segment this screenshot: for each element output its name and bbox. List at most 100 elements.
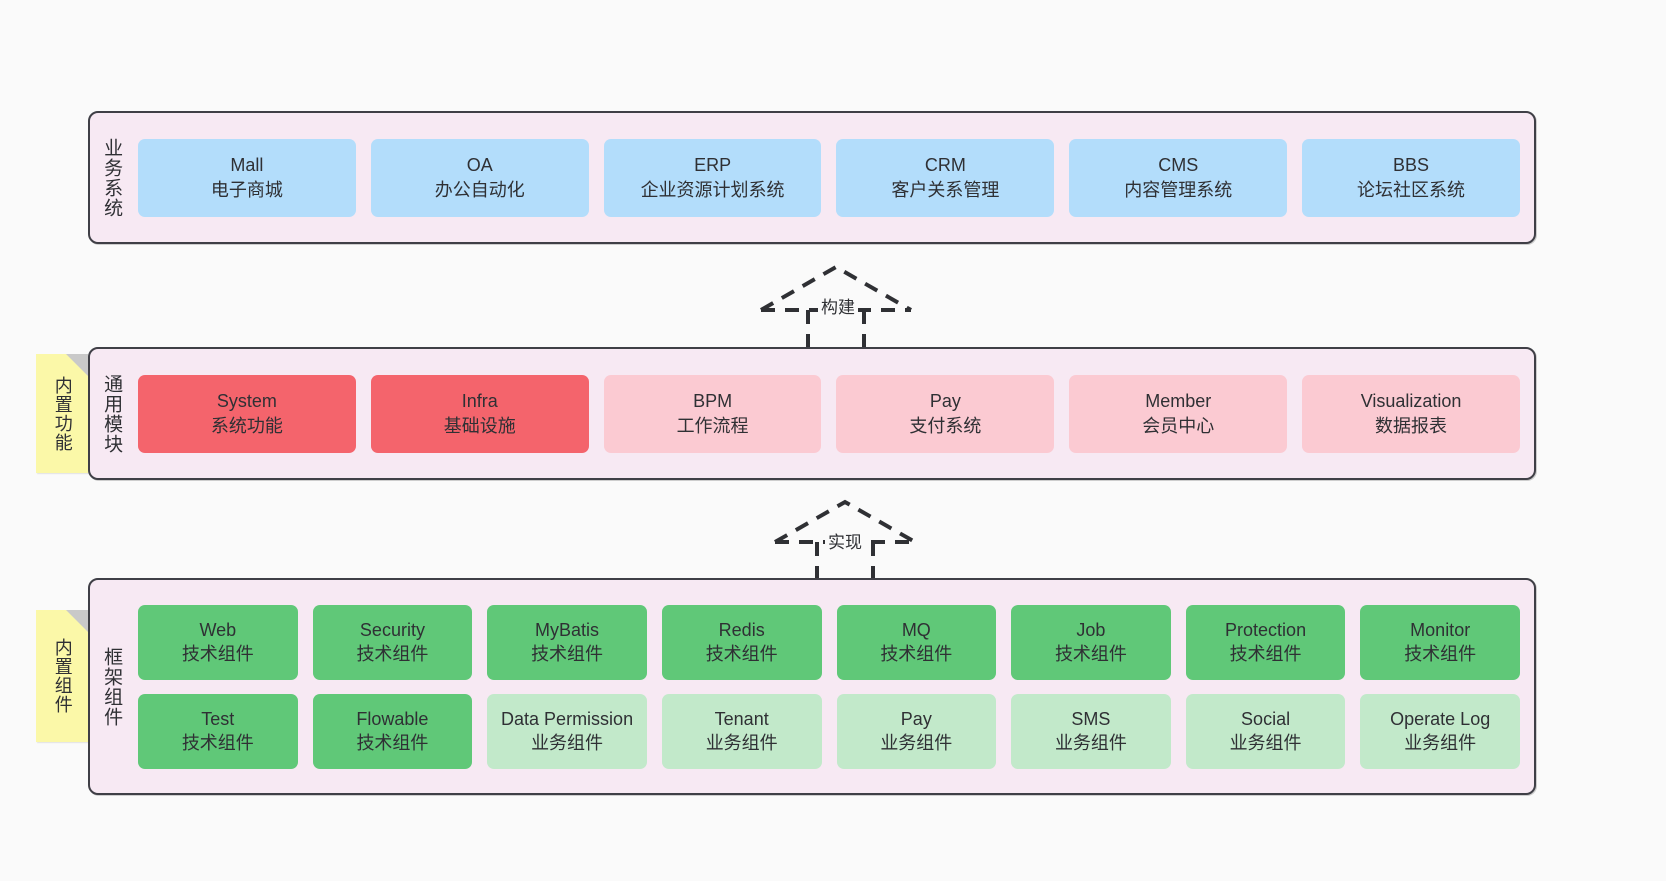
layer-body-business-system: Mall 电子商城 OA 办公自动化 ERP 企业资源计划系统 CRM 客户关系… xyxy=(132,113,1534,242)
node-system[interactable]: System 系统功能 xyxy=(138,374,356,453)
node-bbs[interactable]: BBS 论坛社区系统 xyxy=(1302,138,1520,217)
node-crm[interactable]: CRM 客户关系管理 xyxy=(836,138,1055,217)
layer-title-business-system: 业务系统 xyxy=(101,137,123,218)
node-web-cn: 技术组件 xyxy=(181,644,254,664)
node-cms-cn: 内容管理系统 xyxy=(1124,179,1233,200)
node-flowable[interactable]: Flowable 技术组件 xyxy=(312,693,473,769)
node-social-en: Social xyxy=(1241,708,1291,729)
node-sms-cn: 业务组件 xyxy=(1054,733,1127,753)
layer-title-common-module: 通用模块 xyxy=(101,373,123,454)
node-redis-cn: 技术组件 xyxy=(705,644,778,664)
node-mq[interactable]: MQ 技术组件 xyxy=(836,604,997,680)
node-cms[interactable]: CMS 内容管理系统 xyxy=(1069,138,1288,217)
node-erp[interactable]: ERP 企业资源计划系统 xyxy=(603,138,822,217)
sticky-note-builtin-function: 内置功能 xyxy=(36,354,88,473)
node-security-en: Security xyxy=(359,619,425,640)
layer-business-system: 业务系统 Mall 电子商城 OA 办公自动化 ERP 企业资源计划系统 CRM… xyxy=(88,111,1536,244)
node-bpm[interactable]: BPM 工作流程 xyxy=(603,374,822,453)
sticky-note-builtin-function-label: 内置功能 xyxy=(52,375,73,452)
node-pay-module-en: Pay xyxy=(929,391,961,412)
sticky-note-builtin-component-label: 内置组件 xyxy=(52,638,73,714)
node-visualization[interactable]: Visualization 数据报表 xyxy=(1302,374,1520,453)
node-mq-en: MQ xyxy=(901,619,931,640)
node-test[interactable]: Test 技术组件 xyxy=(138,693,298,769)
node-oa-cn: 办公自动化 xyxy=(434,179,525,200)
node-pay-component-cn: 业务组件 xyxy=(880,733,953,753)
node-bpm-en: BPM xyxy=(693,391,733,412)
connector-build-label: 构建 xyxy=(818,293,858,318)
connector-implement-label: 实现 xyxy=(825,528,865,553)
node-member-cn: 会员中心 xyxy=(1142,415,1215,436)
node-sms[interactable]: SMS 业务组件 xyxy=(1011,693,1171,769)
node-infra[interactable]: Infra 基础设施 xyxy=(370,374,589,453)
node-infra-cn: 基础设施 xyxy=(443,415,516,436)
node-protection-cn: 技术组件 xyxy=(1229,644,1302,664)
node-security-cn: 技术组件 xyxy=(356,644,429,664)
node-mq-cn: 技术组件 xyxy=(880,644,953,664)
node-pay-module[interactable]: Pay 支付系统 xyxy=(836,374,1055,453)
connector-implement: 实现 xyxy=(770,497,920,587)
node-visualization-cn: 数据报表 xyxy=(1375,415,1448,436)
node-bbs-en: BBS xyxy=(1393,155,1430,176)
node-member-en: Member xyxy=(1145,391,1212,412)
sticky-fold-corner-icon xyxy=(66,610,88,632)
node-protection[interactable]: Protection 技术组件 xyxy=(1185,604,1346,680)
layer-framework-component: 框架组件 Web 技术组件 Security 技术组件 MyBatis 技术组件… xyxy=(88,578,1536,795)
node-oa-en: OA xyxy=(466,155,493,176)
node-pay-component[interactable]: Pay 业务组件 xyxy=(836,693,997,769)
node-system-en: System xyxy=(216,391,277,412)
node-job-en: Job xyxy=(1076,619,1106,640)
node-redis[interactable]: Redis 技术组件 xyxy=(661,604,822,680)
framework-tech-row: Web 技术组件 Security 技术组件 MyBatis 技术组件 Redi… xyxy=(138,604,1520,680)
node-mall-cn: 电子商城 xyxy=(210,179,283,200)
framework-business-row: Test 技术组件 Flowable 技术组件 Data Permission … xyxy=(138,693,1520,769)
node-monitor[interactable]: Monitor 技术组件 xyxy=(1360,604,1520,680)
common-module-row: System 系统功能 Infra 基础设施 BPM 工作流程 Pay 支付系统… xyxy=(138,374,1520,453)
node-operate-log[interactable]: Operate Log 业务组件 xyxy=(1360,693,1520,769)
node-test-en: Test xyxy=(201,708,235,729)
node-tenant[interactable]: Tenant 业务组件 xyxy=(661,693,822,769)
node-mall[interactable]: Mall 电子商城 xyxy=(138,138,356,217)
layer-body-common-module: System 系统功能 Infra 基础设施 BPM 工作流程 Pay 支付系统… xyxy=(132,349,1534,478)
node-mybatis[interactable]: MyBatis 技术组件 xyxy=(487,604,647,680)
node-erp-cn: 企业资源计划系统 xyxy=(640,179,785,200)
node-oa[interactable]: OA 办公自动化 xyxy=(370,138,589,217)
business-system-row: Mall 电子商城 OA 办公自动化 ERP 企业资源计划系统 CRM 客户关系… xyxy=(138,138,1520,217)
node-crm-cn: 客户关系管理 xyxy=(891,179,1000,200)
node-protection-en: Protection xyxy=(1225,619,1307,640)
layer-common-module: 通用模块 System 系统功能 Infra 基础设施 BPM 工作流程 Pay… xyxy=(88,347,1536,480)
node-security[interactable]: Security 技术组件 xyxy=(312,604,473,680)
node-data-permission-en: Data Permission xyxy=(501,708,634,729)
node-flowable-en: Flowable xyxy=(356,708,429,729)
node-redis-en: Redis xyxy=(718,619,765,640)
node-infra-en: Infra xyxy=(461,391,498,412)
node-cms-en: CMS xyxy=(1158,155,1199,176)
node-monitor-cn: 技术组件 xyxy=(1404,644,1477,664)
node-data-permission-cn: 业务组件 xyxy=(531,733,604,753)
node-mybatis-en: MyBatis xyxy=(535,619,600,640)
node-system-cn: 系统功能 xyxy=(210,415,283,436)
node-operate-log-cn: 业务组件 xyxy=(1404,733,1477,753)
sticky-note-builtin-component: 内置组件 xyxy=(36,610,88,742)
node-flowable-cn: 技术组件 xyxy=(356,733,429,753)
node-visualization-en: Visualization xyxy=(1360,391,1462,412)
layer-body-framework-component: Web 技术组件 Security 技术组件 MyBatis 技术组件 Redi… xyxy=(132,580,1534,793)
node-job-cn: 技术组件 xyxy=(1054,644,1127,664)
node-tenant-en: Tenant xyxy=(714,708,769,729)
node-operate-log-en: Operate Log xyxy=(1390,708,1491,729)
sticky-fold-corner-icon xyxy=(66,354,88,376)
node-pay-module-cn: 支付系统 xyxy=(909,415,982,436)
node-web[interactable]: Web 技术组件 xyxy=(138,604,298,680)
layer-title-framework-component: 框架组件 xyxy=(101,646,123,727)
node-tenant-cn: 业务组件 xyxy=(705,733,778,753)
node-bpm-cn: 工作流程 xyxy=(676,415,749,436)
node-crm-en: CRM xyxy=(924,155,966,176)
node-member[interactable]: Member 会员中心 xyxy=(1069,374,1288,453)
node-data-permission[interactable]: Data Permission 业务组件 xyxy=(487,693,647,769)
node-social-cn: 业务组件 xyxy=(1229,733,1302,753)
node-erp-en: ERP xyxy=(694,155,732,176)
node-social[interactable]: Social 业务组件 xyxy=(1185,693,1346,769)
node-job[interactable]: Job 技术组件 xyxy=(1011,604,1171,680)
node-sms-en: SMS xyxy=(1071,708,1111,729)
